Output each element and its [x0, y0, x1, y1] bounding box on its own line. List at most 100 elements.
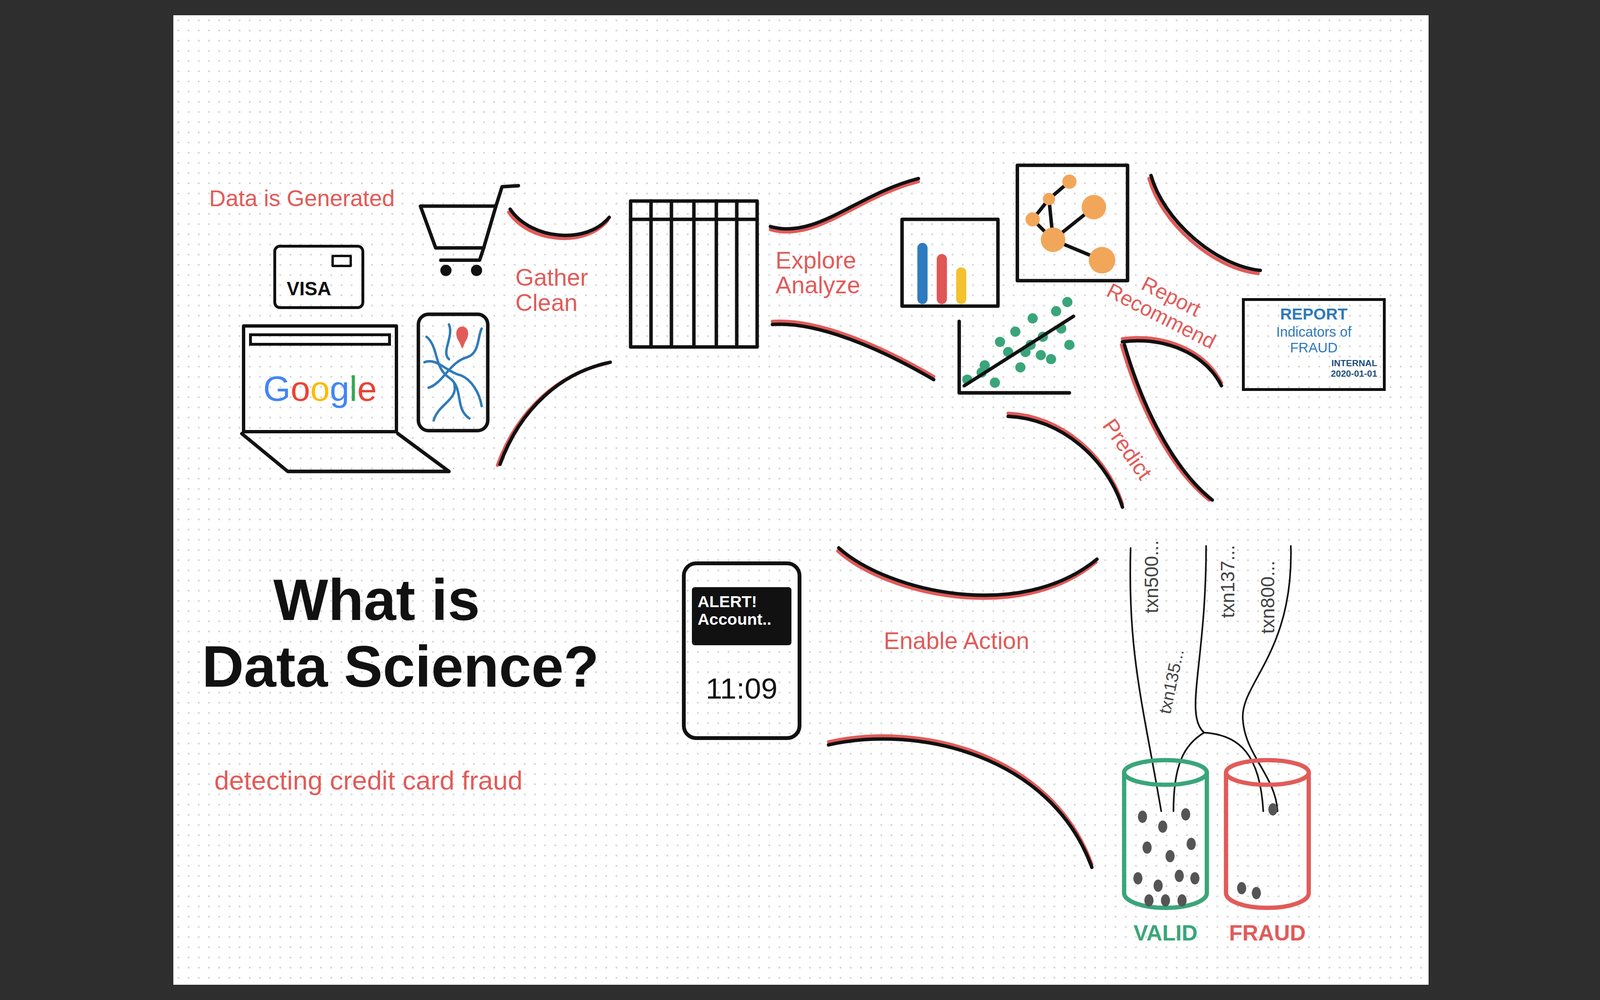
network-graph	[1081, 194, 1106, 220]
network-graph	[1017, 165, 1128, 281]
scatter-plot	[1010, 326, 1020, 337]
data-table	[630, 200, 758, 347]
bin-outline	[1268, 803, 1278, 816]
bin-outline	[1190, 872, 1200, 885]
map-phone	[418, 314, 489, 431]
data-table	[630, 200, 758, 347]
shopping-cart	[420, 185, 519, 277]
card-chip	[331, 254, 352, 268]
report-stamp: INTERNAL	[1250, 358, 1378, 369]
bin-outline	[1138, 810, 1148, 823]
bar-chart	[956, 267, 967, 304]
stage-label: Data is Generated	[209, 186, 395, 211]
scatter-plot	[1035, 350, 1046, 360]
transaction-wires	[1242, 545, 1291, 811]
bin-outline	[1226, 772, 1310, 908]
bar-chart	[936, 254, 947, 305]
funnel-curves	[838, 548, 1097, 596]
scatter-plot	[1027, 313, 1038, 324]
funnel-curves	[497, 363, 608, 466]
bar-chart	[901, 219, 998, 307]
map-phone	[418, 314, 489, 431]
bin-outline	[1144, 894, 1154, 907]
alert-message: ALERT! Account..	[697, 592, 786, 629]
funnel-curves	[1150, 175, 1260, 271]
scatter-plot	[959, 297, 1075, 393]
report-body: Indicators of FRAUD	[1259, 324, 1369, 357]
data-table	[630, 200, 758, 347]
map-phone	[446, 324, 450, 360]
scatter-plot	[994, 336, 1005, 347]
funnel-curves	[510, 209, 610, 236]
bin-outline	[1133, 872, 1143, 885]
transaction-wires	[1173, 732, 1204, 812]
network-graph	[1042, 192, 1056, 206]
phone: 11:09ALERT! Account..	[681, 561, 802, 740]
bin-outline	[1251, 887, 1261, 900]
funnel-curves	[497, 175, 1261, 868]
search-bar	[249, 333, 391, 346]
stage-label: Explore Analyze	[775, 248, 871, 299]
stage-label: Predict	[1098, 414, 1157, 484]
scatter-plot	[1015, 362, 1026, 373]
shopping-cart	[440, 248, 484, 261]
network-graph	[1040, 227, 1066, 252]
search-logo: Google	[263, 368, 378, 410]
bin-outline	[1119, 755, 1212, 916]
shopping-cart	[495, 185, 519, 207]
report-document: REPORTIndicators of FRAUDINTERNAL2020-01…	[1241, 298, 1386, 391]
bar-chart	[901, 219, 998, 307]
bin-outline	[1174, 869, 1184, 882]
scatter-plot	[1064, 340, 1075, 350]
funnel-curves	[772, 324, 934, 380]
network-graph	[1032, 181, 1103, 260]
bin-outline	[1180, 808, 1190, 821]
bin-outline	[1237, 881, 1247, 895]
scatter-plot	[959, 321, 1070, 393]
bin-outline	[1165, 850, 1175, 863]
valid-bin: VALID	[1119, 755, 1212, 916]
paper-page	[173, 15, 1429, 985]
card-brand: VISA	[286, 278, 357, 300]
bin-outline	[1186, 837, 1196, 850]
funnel-curves	[828, 739, 1092, 868]
bin-outline	[1124, 772, 1208, 908]
report-date: 2020-01-01	[1250, 368, 1378, 380]
funnel-curves	[770, 178, 919, 230]
bin-outline	[1160, 894, 1170, 907]
map-phone	[424, 361, 482, 407]
laptop-base	[241, 433, 450, 472]
network-graph	[1062, 174, 1077, 189]
credit-card: VISA	[273, 244, 365, 310]
funnel-curves	[772, 320, 934, 377]
bin-outline	[1142, 841, 1152, 854]
map-phone	[433, 382, 456, 421]
funnel-curves	[828, 735, 1092, 865]
transaction-id: txn500...	[1140, 540, 1161, 613]
scatter-plot	[1045, 354, 1056, 365]
stage-label: Gather Clean	[515, 265, 606, 316]
map-phone	[456, 326, 469, 350]
bin-outline	[1124, 760, 1208, 785]
stage-label: Report Recommend	[1099, 257, 1234, 356]
funnel-curves	[770, 181, 919, 232]
scatter-plot	[1050, 306, 1061, 317]
shopping-cart	[440, 264, 452, 277]
title-text: What is Data Science?	[201, 566, 612, 701]
network-graph	[1088, 247, 1116, 274]
funnel-curves	[1149, 178, 1259, 274]
bin-outline	[1153, 879, 1163, 892]
funnel-curves	[500, 362, 610, 465]
bin-outline	[1177, 894, 1187, 907]
bin-label: VALID	[1110, 921, 1221, 944]
network-graph	[1017, 165, 1128, 281]
scatter-plot	[1062, 297, 1073, 308]
shopping-cart	[420, 206, 497, 249]
fraud-bin: FRAUD	[1221, 755, 1314, 916]
bin-outline	[1158, 820, 1168, 833]
laptop-screen: Google	[241, 324, 399, 434]
bin-outline	[1221, 755, 1314, 916]
bin-outline	[1226, 760, 1310, 785]
